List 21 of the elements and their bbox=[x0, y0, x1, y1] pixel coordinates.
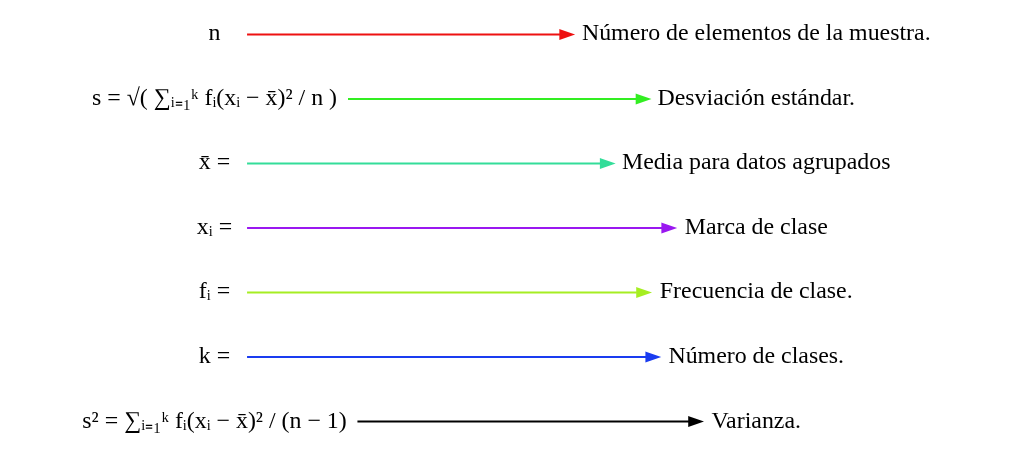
arrow bbox=[355, 416, 704, 428]
node-text: Número de elementos de la muestra. bbox=[581, 19, 931, 46]
node-text: Desviación estándar. bbox=[656, 83, 855, 110]
node-text: s = √( ∑ᵢ₌₁ᵏ fᵢ(xᵢ − x̄)² / n ) bbox=[91, 83, 337, 110]
node-text: Varianza. bbox=[711, 406, 801, 433]
arrow bbox=[346, 93, 651, 105]
node-text: Número de clases. bbox=[667, 341, 844, 368]
node-text: x̄ = bbox=[198, 148, 230, 175]
node-text: xᵢ = bbox=[196, 212, 232, 239]
arrow bbox=[245, 222, 677, 234]
arrow bbox=[245, 157, 616, 169]
arrow bbox=[245, 28, 575, 40]
arrow bbox=[245, 351, 661, 363]
node-text: k = bbox=[198, 341, 230, 368]
node-text: Frecuencia de clase. bbox=[659, 277, 853, 304]
arrow bbox=[245, 287, 652, 299]
node-text: fᵢ = bbox=[198, 277, 230, 304]
node-text: s² = ∑ᵢ₌₁ᵏ fᵢ(xᵢ − x̄)² / (n − 1) bbox=[81, 406, 347, 433]
node-text: n bbox=[208, 19, 220, 46]
node-text: Marca de clase bbox=[684, 212, 828, 239]
node-text: Media para datos agrupados bbox=[621, 148, 891, 175]
